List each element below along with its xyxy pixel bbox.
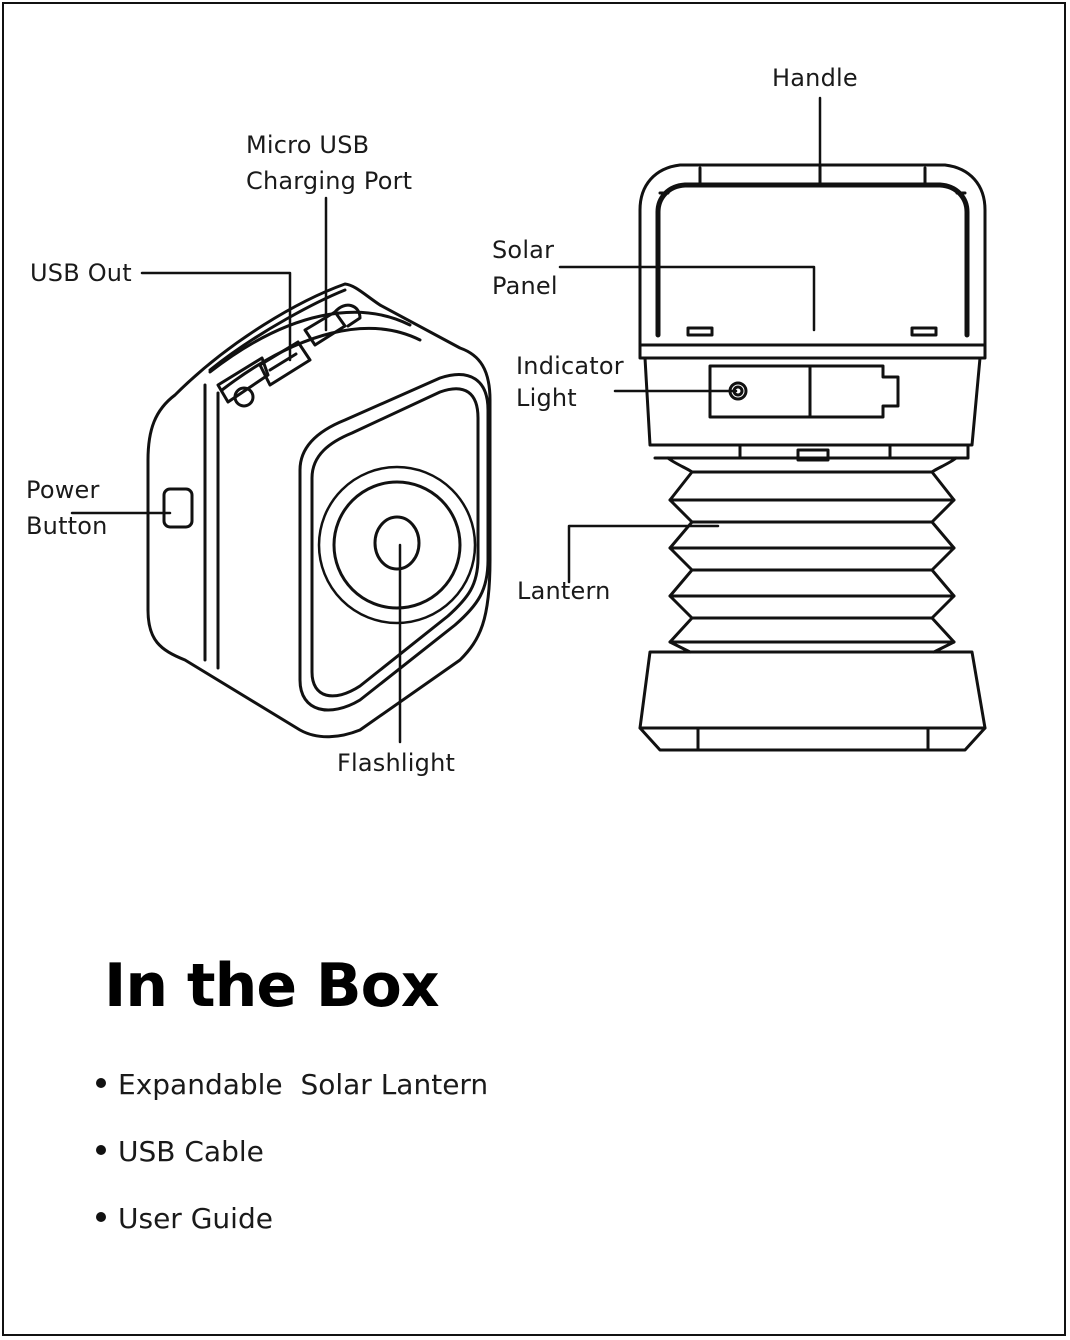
label-handle: Handle	[772, 64, 858, 92]
list-item-text: USB Cable	[118, 1135, 264, 1168]
label-line: Button	[26, 512, 108, 540]
label-indicator-light: Indicator Light	[516, 350, 624, 414]
label-lantern: Lantern	[517, 577, 611, 605]
label-usb-out: USB Out	[30, 259, 132, 287]
lantern-illustration	[638, 163, 987, 752]
list-item: User Guide	[96, 1198, 488, 1265]
label-micro-usb-port: Micro USB Charging Port	[246, 127, 412, 199]
label-power-button: Power Button	[26, 472, 108, 544]
bullet-icon	[96, 1145, 106, 1155]
label-flashlight: Flashlight	[337, 749, 456, 777]
in-the-box-list: Expandable Solar Lantern USB Cable User …	[96, 1064, 488, 1265]
compact-device-illustration	[146, 282, 492, 739]
leader-solar	[558, 265, 816, 332]
list-item-text: User Guide	[118, 1202, 273, 1235]
label-line: Indicator	[516, 352, 624, 380]
label-solar-panel: Solar Panel	[492, 232, 558, 304]
list-item: Expandable Solar Lantern	[96, 1064, 488, 1131]
label-line: Power	[26, 476, 100, 504]
leader-lines	[70, 96, 822, 744]
list-item: USB Cable	[96, 1131, 488, 1198]
label-line: Light	[516, 384, 577, 412]
label-line: Panel	[492, 272, 558, 300]
label-line: Micro USB	[246, 131, 370, 159]
label-line: Charging Port	[246, 167, 413, 195]
list-item-text: Expandable Solar Lantern	[118, 1068, 489, 1101]
label-line: Solar	[492, 236, 555, 264]
bullet-icon	[96, 1078, 106, 1088]
in-the-box-heading: In the Box	[104, 951, 440, 1021]
bullet-icon	[96, 1212, 106, 1222]
leader-usb-out	[140, 271, 292, 362]
product-diagram	[70, 96, 987, 752]
leader-lantern	[567, 524, 720, 584]
